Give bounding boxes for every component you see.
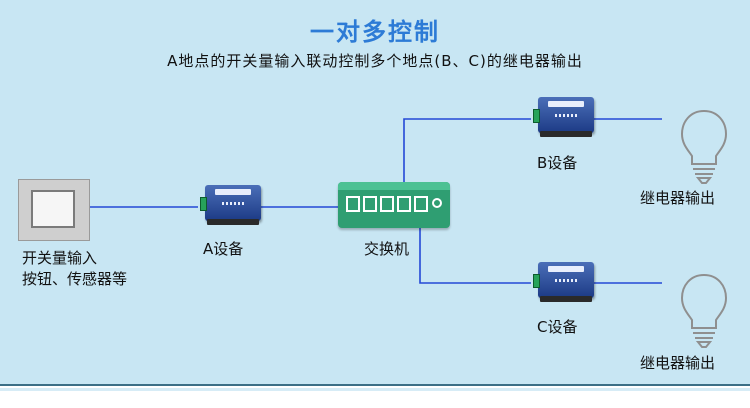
switch-face xyxy=(31,190,75,228)
device-b-icon xyxy=(533,97,594,139)
divider-line-light xyxy=(0,388,750,391)
device-a-icon xyxy=(200,185,261,227)
lightbulb-icon xyxy=(680,109,728,184)
input-switch-label-line1: 开关量输入 xyxy=(22,249,98,267)
diagram-subtitle: A地点的开关量输入联动控制多个地点(B、C)的继电器输出 xyxy=(167,52,583,70)
relay-output-b-label: 继电器输出 xyxy=(640,189,716,207)
device-c-label: C设备 xyxy=(537,318,578,336)
device-b-label: B设备 xyxy=(537,154,578,172)
lightbulb-icon xyxy=(680,273,728,348)
relay-output-c-label: 继电器输出 xyxy=(640,354,716,372)
wire-hub-to-c xyxy=(419,226,531,284)
input-switch-icon xyxy=(18,179,90,241)
device-c-icon xyxy=(533,262,594,304)
divider-line xyxy=(0,384,750,386)
input-switch-label-line2: 按钮、传感器等 xyxy=(22,270,128,288)
network-switch-icon xyxy=(338,182,450,228)
device-a-label: A设备 xyxy=(203,240,244,258)
wire-hub-to-b xyxy=(403,118,531,193)
network-switch-label: 交换机 xyxy=(364,240,410,258)
diagram-title: 一对多控制 xyxy=(310,18,440,46)
